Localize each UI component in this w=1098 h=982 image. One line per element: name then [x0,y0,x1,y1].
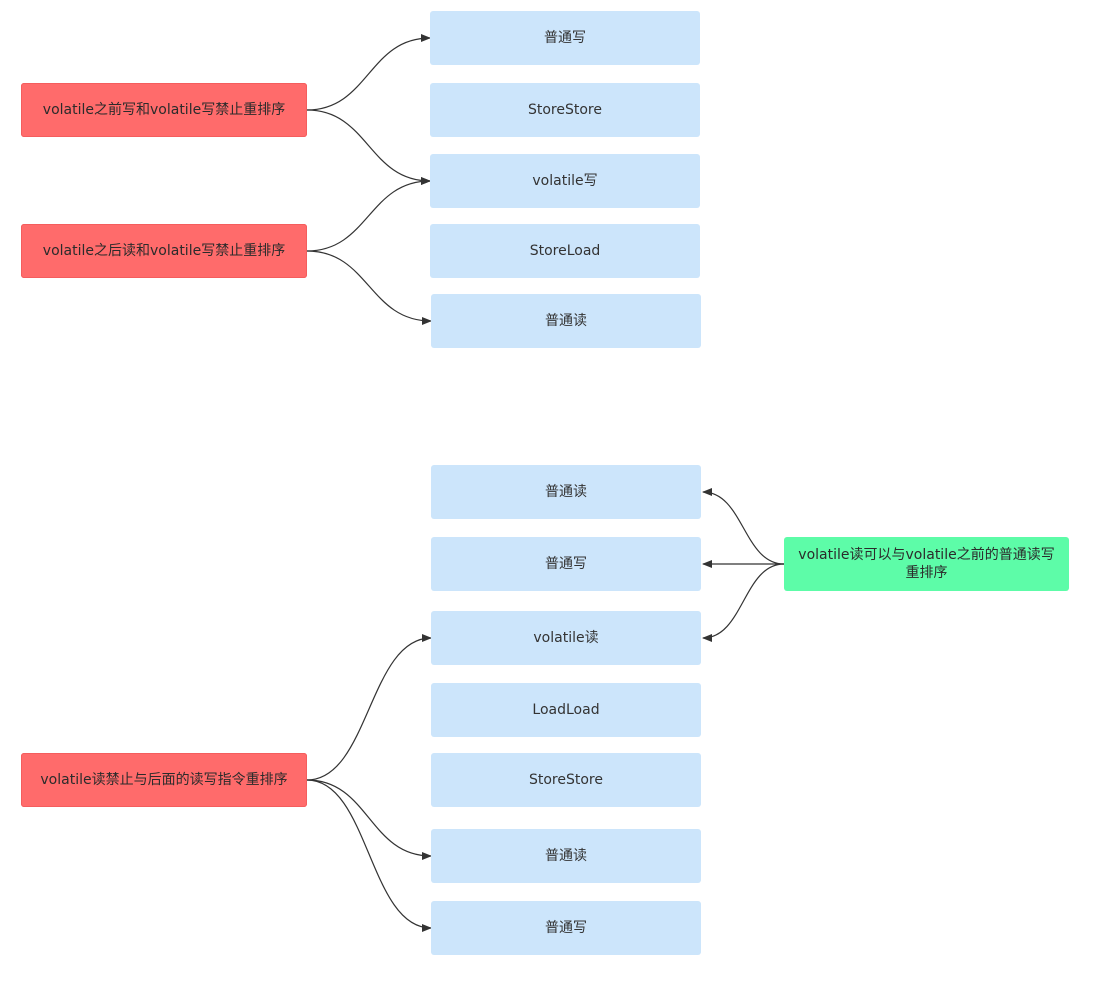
node-storestore-barrier: StoreStore [430,83,700,137]
node-volatile-read: volatile读 [431,611,701,665]
edge-r3-to-b7 [306,779,432,932]
node-normal-write: 普通写 [430,11,700,65]
node-normal-read: 普通读 [431,465,701,519]
node-normal-write: 普通写 [431,901,701,955]
node-normal-read: 普通读 [431,829,701,883]
edge-r2-to-t3 [306,177,431,252]
node-storestore-barrier: StoreStore [431,753,701,807]
node-loadload-barrier: LoadLoad [431,683,701,737]
node-normal-write: 普通写 [431,537,701,591]
rule-before-write: volatile之前写和volatile写禁止重排序 [21,83,307,137]
edge-g1-to-b1 [702,488,785,565]
edge-r1-to-t1 [306,34,431,111]
rule-after-read: volatile之后读和volatile写禁止重排序 [21,224,307,278]
edge-g1-to-b3 [702,563,785,642]
node-volatile-write: volatile写 [430,154,700,208]
rule-volatile-read-no-reorder: volatile读禁止与后面的读写指令重排序 [21,753,307,807]
edge-r3-to-b6 [306,779,432,860]
note-volatile-read-may-reorder: volatile读可以与volatile之前的普通读写重排序 [784,537,1069,591]
edge-r3-to-b3 [306,634,432,781]
node-storeload-barrier: StoreLoad [430,224,700,278]
node-normal-read: 普通读 [431,294,701,348]
edge-r2-to-t5 [306,250,432,325]
edge-r1-to-t3 [306,109,431,185]
